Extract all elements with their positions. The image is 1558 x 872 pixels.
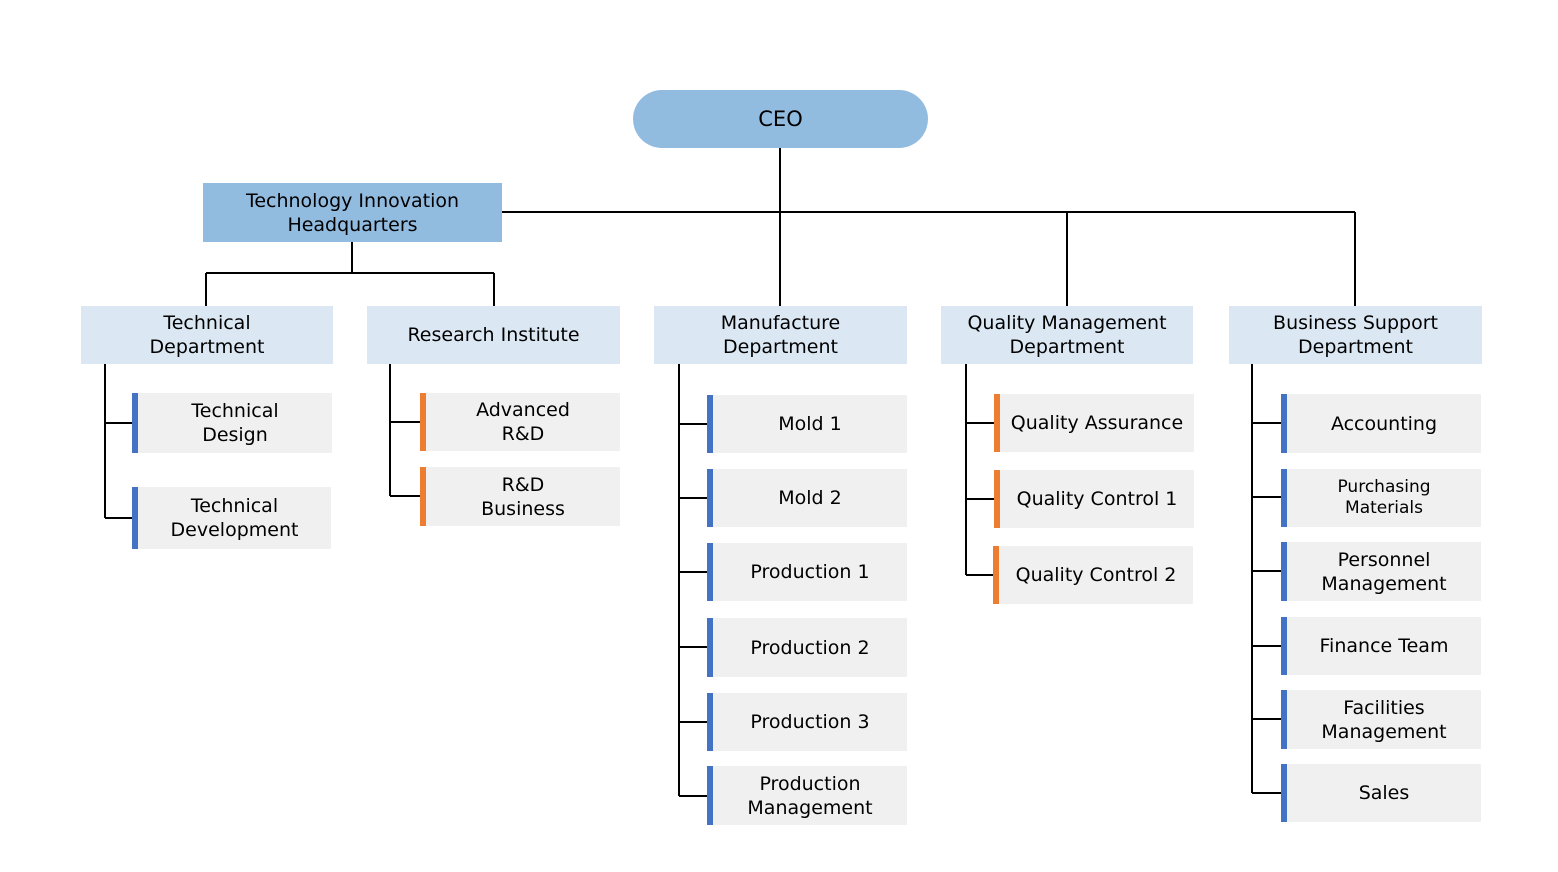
team-accounting: Accounting	[1281, 394, 1481, 453]
technical-department-node: Technical Department	[81, 306, 333, 364]
ceo-node: CEO	[633, 90, 928, 148]
research-institute-label: Research Institute	[407, 324, 580, 346]
team-label: Production Management	[747, 772, 873, 819]
team-label: Production 3	[750, 711, 870, 733]
headquarters-label: Technology Innovation Headquarters	[245, 189, 460, 236]
team-label: Quality Control 2	[1015, 564, 1177, 586]
team-label: Advanced R&D	[476, 399, 570, 445]
team-label: Production 2	[750, 636, 870, 659]
headquarters-node: Technology Innovation Headquarters	[203, 183, 502, 242]
team-mold-2: Mold 2	[707, 469, 907, 527]
team-label: Mold 1	[778, 413, 842, 435]
team-label: Personnel Management	[1321, 548, 1447, 595]
quality-department-node: Quality Management Department	[941, 306, 1193, 364]
team-label: Facilities Management	[1321, 696, 1447, 743]
ceo-label: CEO	[758, 107, 803, 131]
team-production-1: Production 1	[707, 543, 907, 601]
team-purchasing-materials: Purchasing Materials	[1281, 469, 1481, 527]
team-mold-1: Mold 1	[707, 395, 907, 453]
business-department-node: Business Support Department	[1229, 306, 1482, 364]
research-institute-node: Research Institute	[367, 306, 620, 364]
team-production-management: Production Management	[707, 766, 907, 825]
team-quality-assurance: Quality Assurance	[994, 394, 1194, 452]
team-facilities-management: Facilities Management	[1281, 690, 1481, 749]
team-label: Technical Development	[170, 495, 299, 541]
team-technical-design: Technical Design	[132, 393, 332, 453]
team-label: Production 1	[750, 561, 870, 583]
team-label: Purchasing Materials	[1337, 477, 1431, 518]
team-label: Quality Control 1	[1016, 488, 1178, 510]
team-rnd-business: R&D Business	[420, 467, 620, 526]
team-label: Technical Design	[191, 400, 279, 446]
manufacture-department-label: Manufacture Department	[720, 312, 841, 358]
team-quality-control-2: Quality Control 2	[993, 546, 1193, 604]
team-sales: Sales	[1281, 764, 1481, 822]
team-quality-control-1: Quality Control 1	[994, 470, 1194, 528]
team-technical-development: Technical Development	[132, 487, 331, 549]
team-label: R&D Business	[481, 473, 565, 520]
technical-department-label: Technical Department	[149, 312, 265, 358]
team-finance: Finance Team	[1281, 617, 1481, 675]
team-label: Accounting	[1330, 412, 1438, 435]
team-label: Finance Team	[1319, 635, 1449, 657]
team-production-3: Production 3	[707, 693, 907, 751]
quality-department-label: Quality Management Department	[967, 312, 1167, 358]
team-label: Quality Assurance	[1010, 412, 1184, 434]
team-personnel-management: Personnel Management	[1281, 542, 1481, 601]
business-department-label: Business Support Department	[1273, 312, 1438, 358]
team-production-2: Production 2	[707, 618, 907, 677]
team-label: Mold 2	[778, 487, 842, 509]
team-advanced-rnd: Advanced R&D	[420, 393, 620, 451]
manufacture-department-node: Manufacture Department	[654, 306, 907, 364]
team-label: Sales	[1358, 782, 1410, 804]
